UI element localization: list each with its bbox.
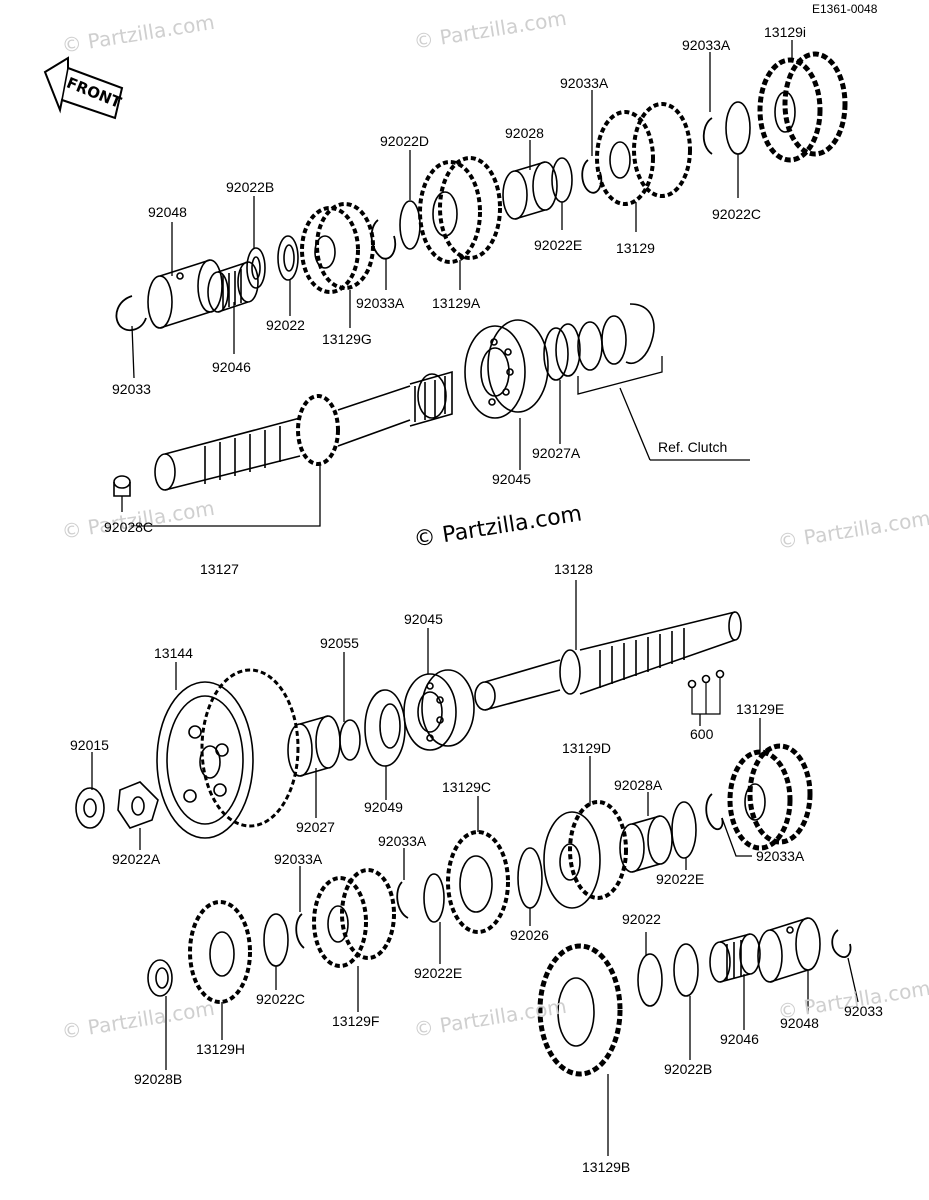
nut-92015 [75,787,105,829]
part-label: 92033A [560,75,609,91]
part-label: 92022 [622,911,661,927]
part-label: 13129F [332,1013,380,1029]
part-label: 92045 [492,471,531,487]
part-label: 13128 [554,561,593,577]
ring-92049 [364,689,406,767]
front-label: FRONT [64,74,125,112]
part-label: 92022D [380,133,430,149]
part-label: 13129H [196,1041,246,1057]
part-label: 13129i [764,24,807,40]
part-label: 92033A [356,295,405,311]
part-label: 600 [690,726,714,742]
part-label: 13129D [562,740,612,756]
shaft-13128 [474,611,742,711]
part-label: 92028C [104,519,154,535]
collar-92028C [113,475,131,497]
part-label: 92015 [70,737,109,753]
washer-92022A [117,781,159,829]
part-label: 13127 [200,561,239,577]
part-label: 13144 [154,645,193,661]
part-label: 92027 [296,819,335,835]
clutch-housing-13144 [156,668,300,839]
gear-13129F [312,868,396,968]
part-label: 92045 [404,611,443,627]
washer-92022-top [277,235,299,281]
collar-92027 [287,715,341,777]
part-label: 13129A [432,295,481,311]
ball-bearing-92045-mid [403,669,475,751]
part-label: 92022C [256,991,306,1007]
part-label: 92033 [112,381,151,397]
circlip-92033A-2 [581,159,603,194]
part-label: 92022C [712,206,762,222]
part-label: 92033A [682,37,731,53]
part-label: 13129 [616,240,655,256]
gear-13129A [418,156,502,264]
part-label: 92033 [844,1003,883,1019]
bushing-92048-top [147,259,223,329]
front-arrow-icon [43,56,124,120]
part-label: 92028B [134,1071,183,1087]
collar-92028B [147,959,173,997]
bushing-92028 [502,161,558,220]
part-label: 92049 [364,799,403,815]
part-label: 92046 [212,359,251,375]
circlip-92033-top [115,295,147,332]
part-label: 13129G [322,331,372,347]
gear-13129E [727,743,813,851]
ball-bearing-92045-top [464,319,549,419]
part-label: 92022E [534,237,583,253]
needle-bearing-92046-top [207,261,259,313]
part-label: 92028A [614,777,663,793]
gear-13129i [757,51,848,163]
part-label: 92048 [780,1015,819,1031]
part-label: 13129C [442,779,492,795]
shaft-13127 [154,370,453,491]
part-label: 92055 [320,635,359,651]
part-label: 92022E [414,965,463,981]
part-label: 92022B [226,179,275,195]
diagram-code: E1361-0048 [812,2,878,16]
gear-13129 [595,102,692,206]
part-label: 92046 [720,1031,759,1047]
gear-13129B [537,943,623,1077]
part-label: 92048 [148,204,187,220]
part-label: 13129E [736,701,785,717]
bushing-92028A [619,815,673,873]
washer-92022B-top [246,247,266,289]
part-label: 92033A [378,833,427,849]
part-label: 92026 [510,927,549,943]
part-label: 92028 [505,125,544,141]
circlip-92033A-top [702,117,713,155]
bushing-92048-low [757,917,821,983]
part-label: 13129B [582,1159,631,1175]
collar-92027A [543,323,581,381]
gear-13129G [300,202,375,294]
part-label: 92022 [266,317,305,333]
gear-13129D [543,800,628,909]
gear-13129H [188,900,252,1004]
part-label: 92022A [112,851,161,867]
part-label: 92033A [274,851,323,867]
circlip-92033A-3 [370,219,397,260]
part-label: 92022E [656,871,705,887]
part-label: 92033A [756,848,805,864]
front-label-wrap: FRONT [64,74,125,112]
part-label: 92027A [532,445,581,461]
gear-13129C [446,830,510,934]
ref-clutch-label: Ref. Clutch [658,439,728,455]
part-label: 92022B [664,1061,713,1077]
needle-bearing-92046-low [709,933,761,983]
